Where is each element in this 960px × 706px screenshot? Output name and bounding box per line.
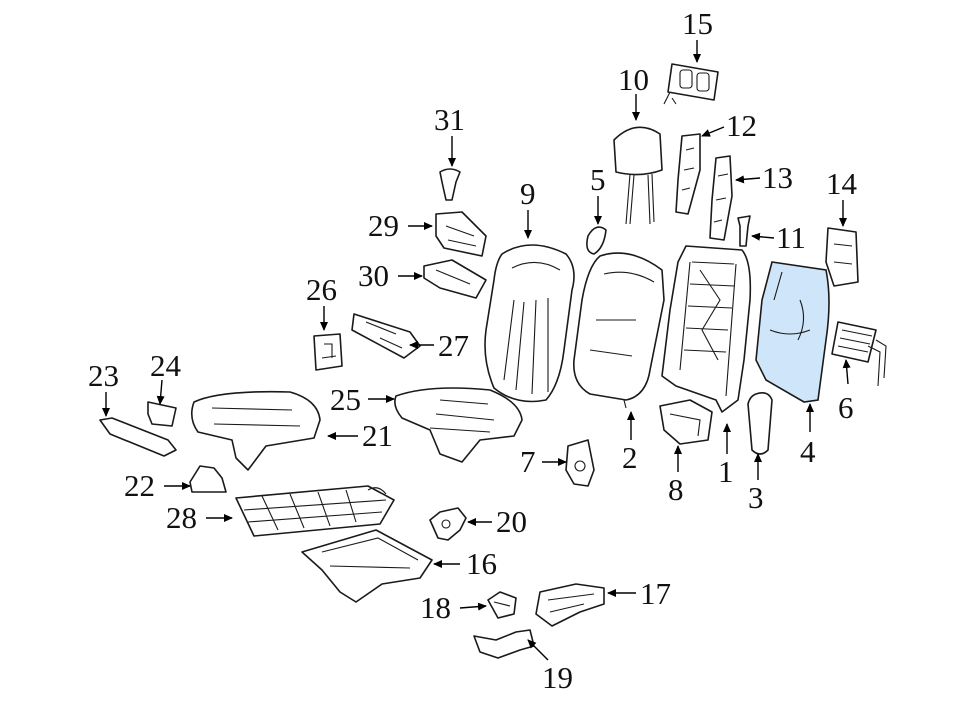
part-17-side-trim — [535, 583, 605, 627]
callout-26: 26 — [306, 272, 337, 307]
callout-11: 11 — [776, 220, 806, 255]
part-3-side-cover — [747, 392, 773, 455]
callout-12: 12 — [726, 108, 757, 143]
part-18-motor — [487, 591, 517, 619]
callout-13: 13 — [762, 160, 793, 195]
callout-3: 3 — [748, 480, 764, 515]
callout-16: 16 — [466, 546, 497, 581]
callout-6: 6 — [838, 390, 854, 425]
callout-7: 7 — [520, 444, 536, 479]
part-1-back-frame — [661, 245, 752, 413]
part-24-clip — [147, 401, 177, 427]
part-4-back-panel-highlighted — [755, 261, 830, 403]
part-20-bracket — [429, 507, 467, 541]
part-12-trim — [675, 133, 701, 215]
leader-arrows — [102, 40, 851, 661]
callout-22: 22 — [124, 468, 155, 503]
callout-24: 24 — [150, 348, 182, 383]
callout-10: 10 — [618, 62, 649, 97]
callout-21: 21 — [362, 418, 393, 453]
part-9-back-cover — [484, 244, 575, 403]
callout-numbers: 15 10 12 13 11 14 5 9 31 29 30 26 27 25 … — [88, 6, 858, 695]
part-8-bracket — [659, 399, 713, 445]
part-30-bezel — [423, 259, 487, 299]
callout-9: 9 — [520, 176, 536, 211]
callout-28: 28 — [166, 500, 197, 535]
part-19-bracket — [473, 629, 535, 659]
callout-5: 5 — [590, 162, 606, 197]
part-25-cushion-pad — [394, 387, 523, 463]
part-16-seat-pan — [301, 529, 433, 603]
callout-8: 8 — [668, 472, 684, 507]
callout-23: 23 — [88, 358, 119, 393]
part-26-bracket — [313, 333, 343, 371]
part-22-bracket — [189, 465, 227, 493]
part-29-switch — [435, 211, 487, 257]
callout-18: 18 — [420, 590, 451, 625]
part-6-module — [831, 321, 887, 387]
callout-15: 15 — [682, 6, 713, 41]
part-11-clip — [737, 215, 751, 247]
callout-19: 19 — [542, 660, 573, 695]
part-15-switch — [663, 63, 719, 105]
callout-31: 31 — [434, 102, 465, 137]
callout-4: 4 — [800, 434, 816, 469]
callout-27: 27 — [438, 328, 469, 363]
part-14-bracket — [825, 227, 859, 287]
part-21-cushion-cover — [190, 390, 321, 471]
part-5-knob — [586, 226, 607, 255]
callout-17: 17 — [640, 576, 671, 611]
part-10-headrest — [613, 126, 663, 225]
callout-2: 2 — [622, 440, 638, 475]
part-13-trim — [709, 155, 733, 241]
part-7-motor — [565, 439, 595, 487]
callout-30: 30 — [358, 258, 389, 293]
callout-14: 14 — [826, 166, 858, 201]
part-28-seat-frame — [235, 485, 395, 537]
part-27-trim — [351, 313, 421, 359]
callout-20: 20 — [496, 504, 527, 539]
callout-1: 1 — [718, 454, 734, 489]
part-2-back-pad — [573, 252, 665, 409]
callout-29: 29 — [368, 208, 399, 243]
part-23-trim-strip — [99, 417, 177, 457]
callout-25: 25 — [330, 382, 361, 417]
part-31-clip — [439, 168, 461, 201]
